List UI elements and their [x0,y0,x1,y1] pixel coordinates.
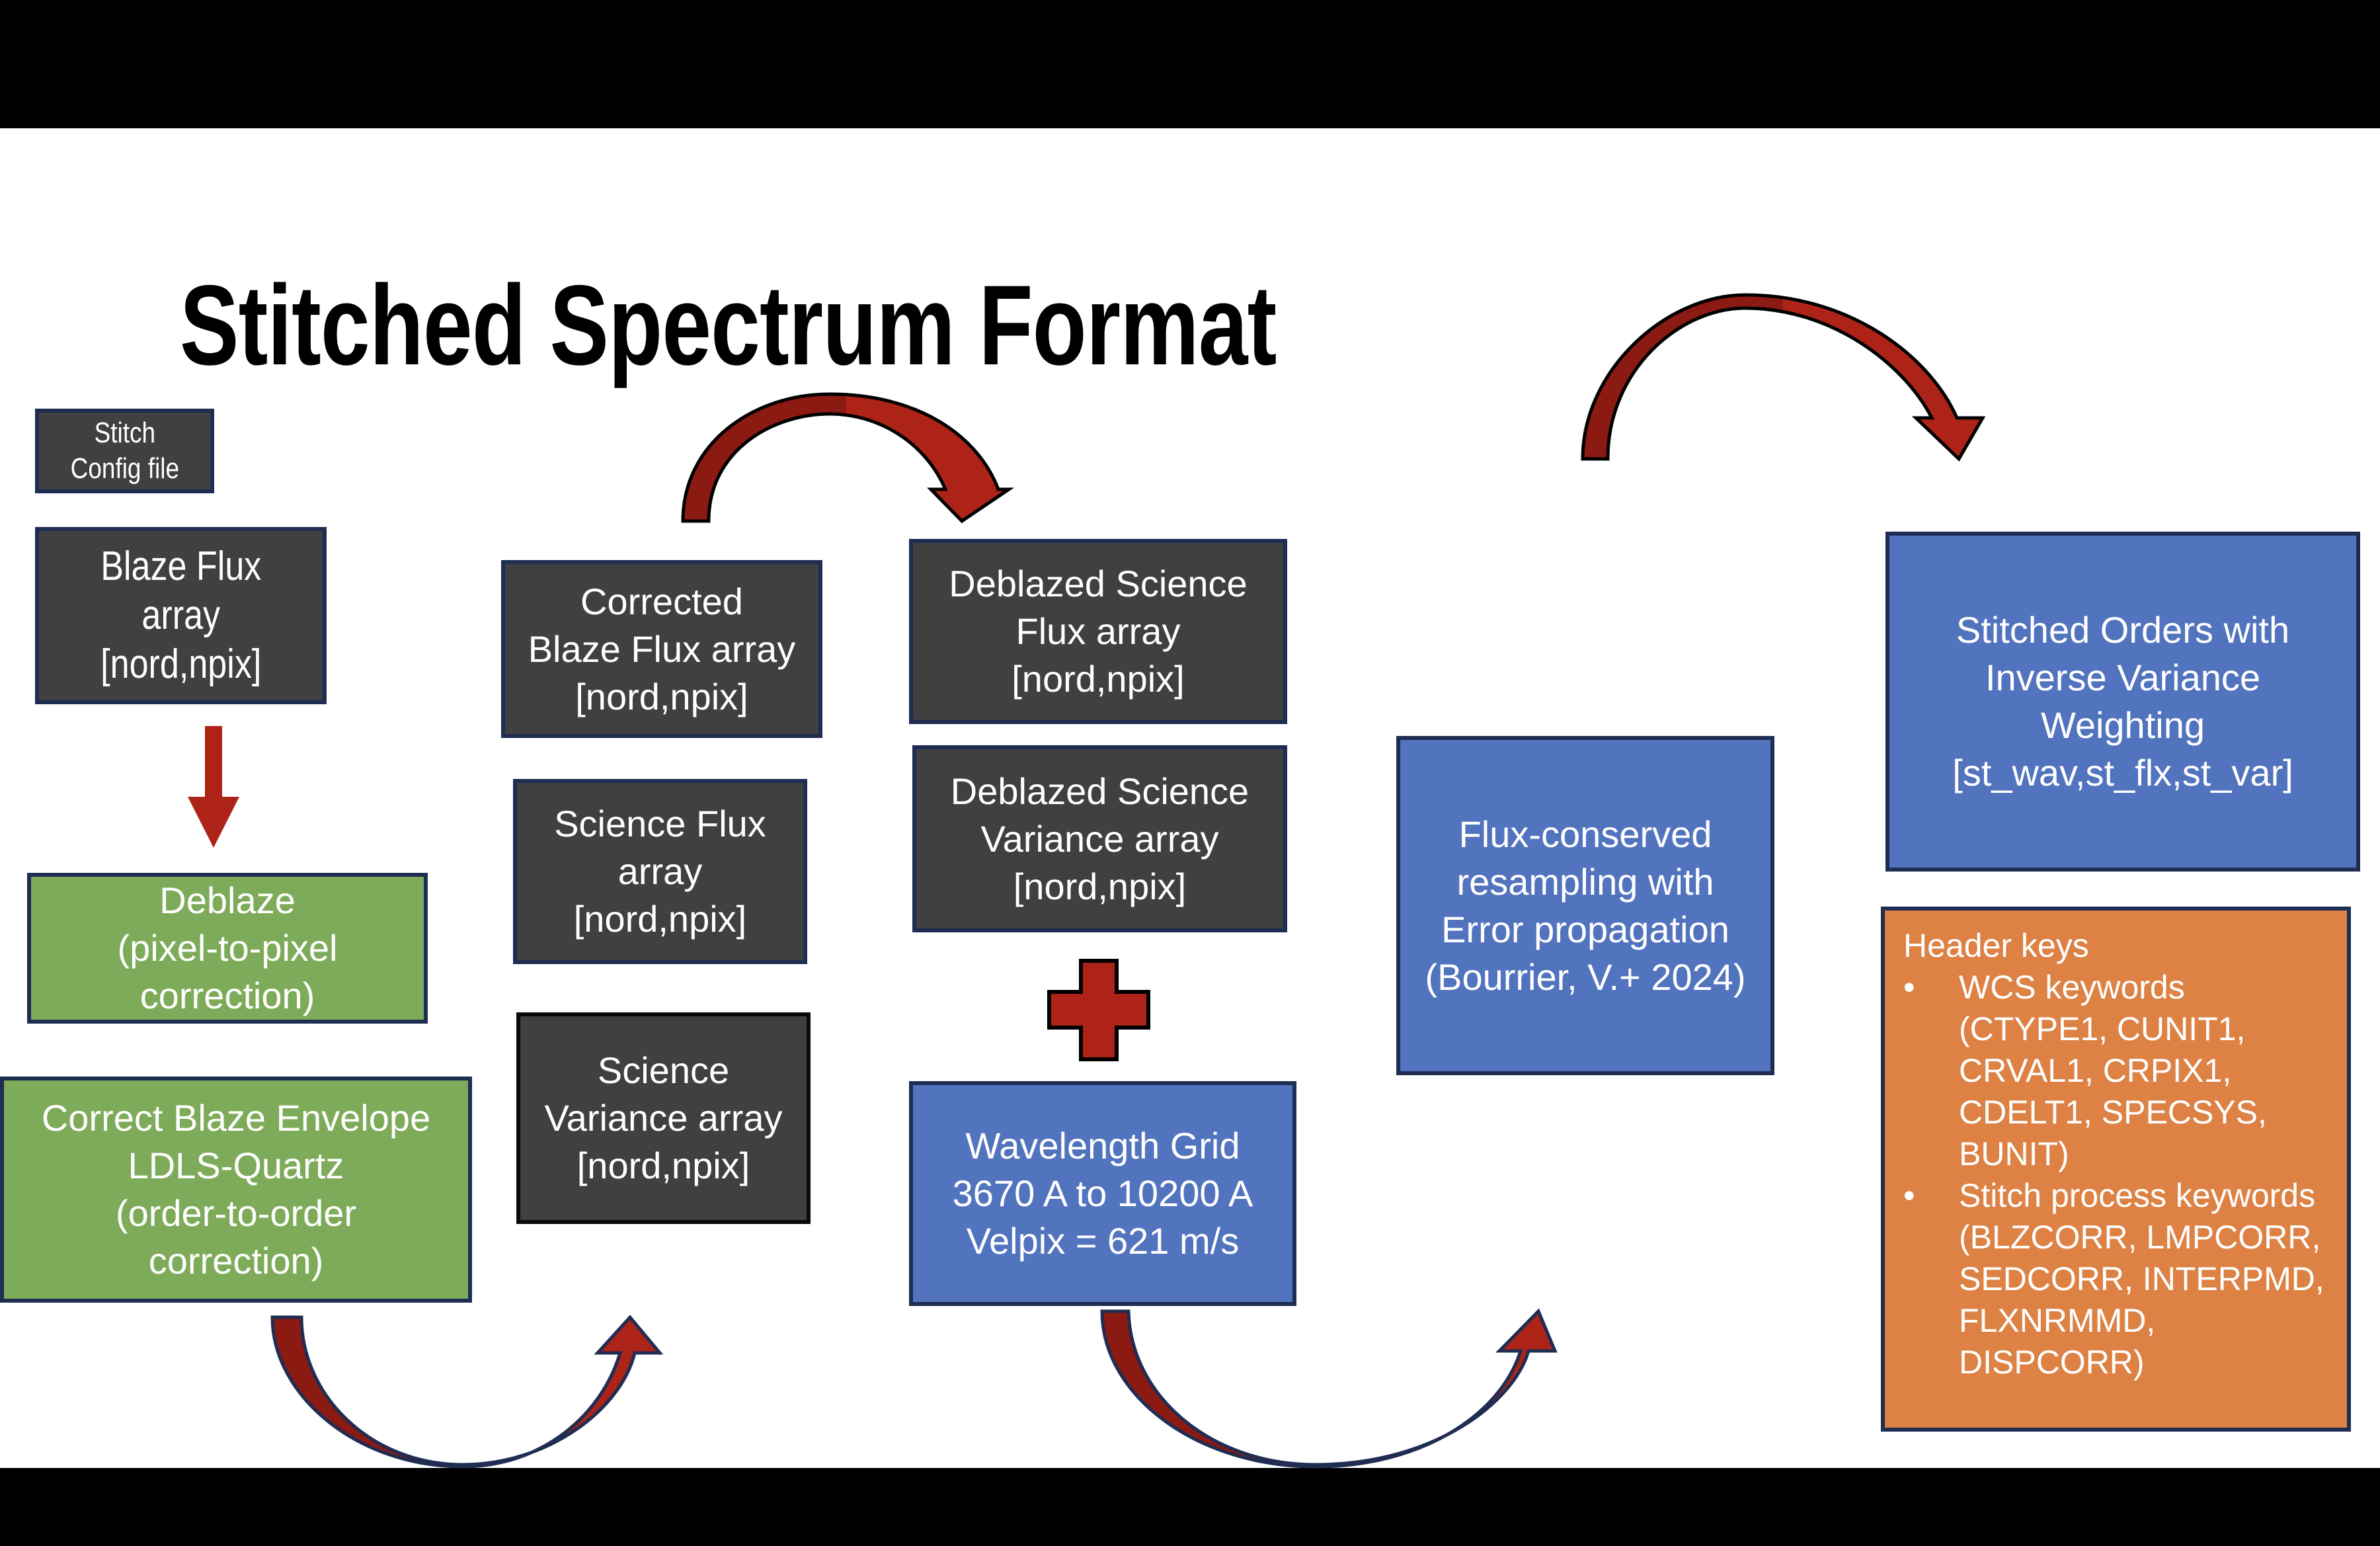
deblazed-variance-label: Deblazed Science Variance array [nord,np… [950,770,1250,907]
header-keys-list: • WCS keywords (CTYPE1, CUNIT1, CRVAL1, … [1903,967,2328,1383]
bullet-icon: • [1903,969,1915,1006]
down-arrow-icon [188,726,239,848]
stitched-orders-box[interactable]: Stitched Orders with Inverse Variance We… [1885,532,2360,872]
deblazed-flux-label: Deblazed Science Flux array [nord,npix] [949,563,1248,700]
science-flux-box[interactable]: Science Flux array [nord,npix] [513,779,807,964]
corrected-blaze-flux-label: Corrected Blaze Flux array [nord,npix] [528,580,796,717]
header-keys-title: Header keys [1903,927,2089,964]
curved-arrow-icon [1100,1308,1558,1469]
curved-arrow-icon [270,1315,664,1469]
deblazed-variance-box[interactable]: Deblazed Science Variance array [nord,np… [912,745,1287,932]
slide-title: Stitched Spectrum Format [180,262,1277,389]
wavelength-grid-label: Wavelength Grid 3670 A to 10200 A Velpix… [952,1125,1253,1262]
header-keys-item: • WCS keywords (CTYPE1, CUNIT1, CRVAL1, … [1903,967,2328,1175]
science-variance-label: Science Variance array [nord,npix] [544,1049,783,1186]
stitched-orders-label: Stitched Orders with Inverse Variance We… [1952,609,2293,793]
deblaze-box[interactable]: Deblaze (pixel-to-pixel correction) [27,873,428,1024]
flux-conserved-resampling-box[interactable]: Flux-conserved resampling with Error pro… [1396,736,1774,1075]
blaze-flux-box[interactable]: Blaze Flux array [nord,npix] [35,527,327,704]
wavelength-grid-box[interactable]: Wavelength Grid 3670 A to 10200 A Velpix… [909,1081,1296,1306]
stitch-config-box[interactable]: Stitch Config file [35,409,214,493]
deblazed-flux-box[interactable]: Deblazed Science Flux array [nord,npix] [909,539,1287,724]
flux-conserved-resampling-label: Flux-conserved resampling with Error pro… [1425,813,1746,998]
deblaze-label: Deblaze (pixel-to-pixel correction) [117,879,338,1016]
plus-icon [1047,959,1150,1061]
correct-blaze-envelope-label: Correct Blaze Envelope LDLS-Quartz (orde… [41,1097,431,1282]
blaze-flux-label: Blaze Flux array [nord,npix] [100,544,262,687]
correct-blaze-envelope-box[interactable]: Correct Blaze Envelope LDLS-Quartz (orde… [0,1077,472,1303]
curved-arrow-icon [681,392,1015,524]
header-keys-box[interactable]: Header keys • WCS keywords (CTYPE1, CUNI… [1881,907,2351,1432]
bullet-icon: • [1903,1177,1915,1214]
bottom-letterbox-bar [0,1468,2380,1546]
stitch-config-label: Stitch Config file [70,417,179,485]
top-letterbox-bar [0,0,2380,128]
science-variance-box[interactable]: Science Variance array [nord,npix] [516,1012,811,1224]
header-keys-item-text: WCS keywords (CTYPE1, CUNIT1, CRVAL1, CR… [1959,969,2267,1172]
corrected-blaze-flux-box[interactable]: Corrected Blaze Flux array [nord,npix] [501,560,822,738]
curved-arrow-icon [1581,293,1986,462]
science-flux-label: Science Flux array [nord,npix] [554,803,766,940]
header-keys-item: • Stitch process keywords (BLZCORR, LMPC… [1903,1175,2328,1383]
header-keys-item-text: Stitch process keywords (BLZCORR, LMPCOR… [1959,1177,2324,1381]
